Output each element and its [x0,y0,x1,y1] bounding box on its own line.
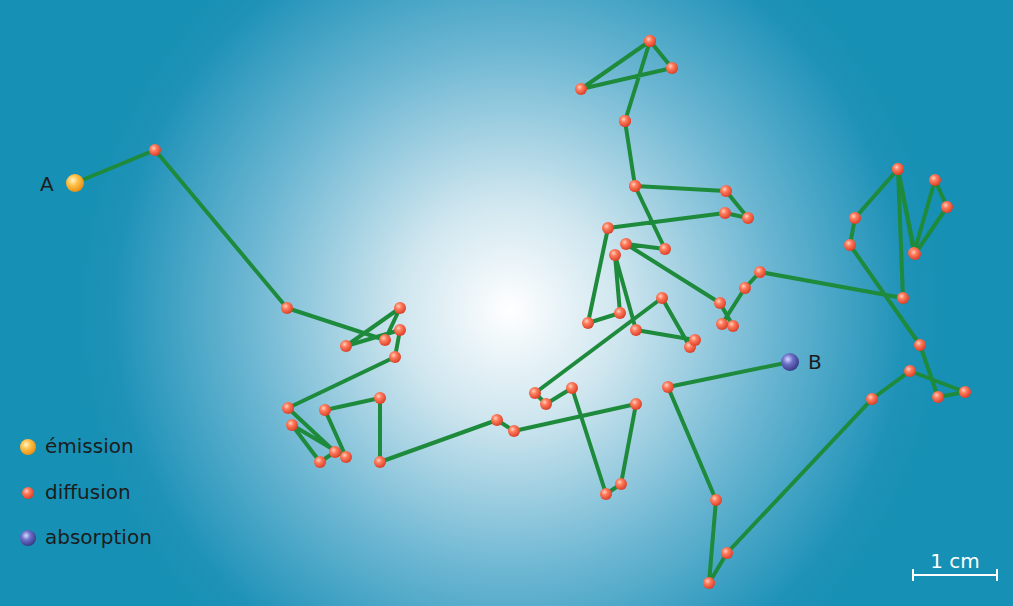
legend-text: émission [45,434,134,458]
diffusion-point [897,292,909,304]
diffusion-point [659,243,671,255]
diffusion-sample [22,487,34,499]
legend-samples [20,439,36,546]
diffusion-point [666,62,678,74]
diffusion-point [619,115,631,127]
diffusion-point [714,297,726,309]
emission-point [66,174,84,192]
diffusion-point [286,419,298,431]
diffusion-point [644,35,656,47]
diffusion-point [620,238,632,250]
diffusion-point [914,339,926,351]
diffusion-point [644,35,656,47]
diffusion-point [508,425,520,437]
diffusion-point [374,456,386,468]
walk-path [75,41,965,583]
diffusion-point [491,414,503,426]
diffusion-point [609,249,621,261]
diffusion-point [566,382,578,394]
diffusion-point [389,351,401,363]
diffusion-point [719,207,731,219]
diffusion-point [727,320,739,332]
emission-sample [20,439,36,455]
diffusion-point [904,365,916,377]
diffusion-point [340,451,352,463]
collision-points [66,35,971,589]
absorption-point [781,353,799,371]
diffusion-point [892,163,904,175]
diffusion-point [619,115,631,127]
diffusion-point [529,387,541,399]
diffusion-point [149,144,161,156]
diffusion-point [615,478,627,490]
point-label: A [40,172,54,196]
diffusion-point [844,239,856,251]
diffusion-point [866,393,878,405]
diffusion-point [716,318,728,330]
diffusion-point [849,212,861,224]
diffusion-point [314,456,326,468]
scale-label: 1 cm [930,549,980,573]
diffusion-point [959,386,971,398]
diffusion-point [282,402,294,414]
diffusion-point [614,307,626,319]
diffusion-point [703,577,715,589]
diffusion-point [629,180,641,192]
diffusion-point [689,334,701,346]
diffusion-point [319,404,331,416]
diffusion-point [630,324,642,336]
diffusion-point [582,317,594,329]
diffusion-point [329,446,341,458]
diffusion-point [739,282,751,294]
diffusion-point [629,180,641,192]
point-label: B [808,350,822,374]
diffusion-point [394,324,406,336]
diffusion-point [941,201,953,213]
diffusion-point [754,266,766,278]
diffusion-point [932,391,944,403]
legend-text: diffusion [45,480,131,504]
diffusion-point [340,340,352,352]
diffusion-point [742,212,754,224]
diffusion-point [929,174,941,186]
diffusion-point [630,398,642,410]
absorption-sample [20,530,36,546]
diffusion-point [575,83,587,95]
diffusion-point [721,547,733,559]
diffusion-point [374,392,386,404]
diffusion-point [540,398,552,410]
diffusion-point [379,334,391,346]
diffusion-point [281,302,293,314]
diffusion-point [720,185,732,197]
diffusion-point [710,494,722,506]
diffusion-point [656,292,668,304]
diffusion-point [909,248,921,260]
legend-text: absorption [45,525,152,549]
diffusion-point [908,247,920,259]
diffusion-point [394,302,406,314]
diffusion-point [602,222,614,234]
walk-segments [75,41,965,583]
diffusion-point [662,381,674,393]
diffusion-point [892,163,904,175]
diffusion-point [600,488,612,500]
